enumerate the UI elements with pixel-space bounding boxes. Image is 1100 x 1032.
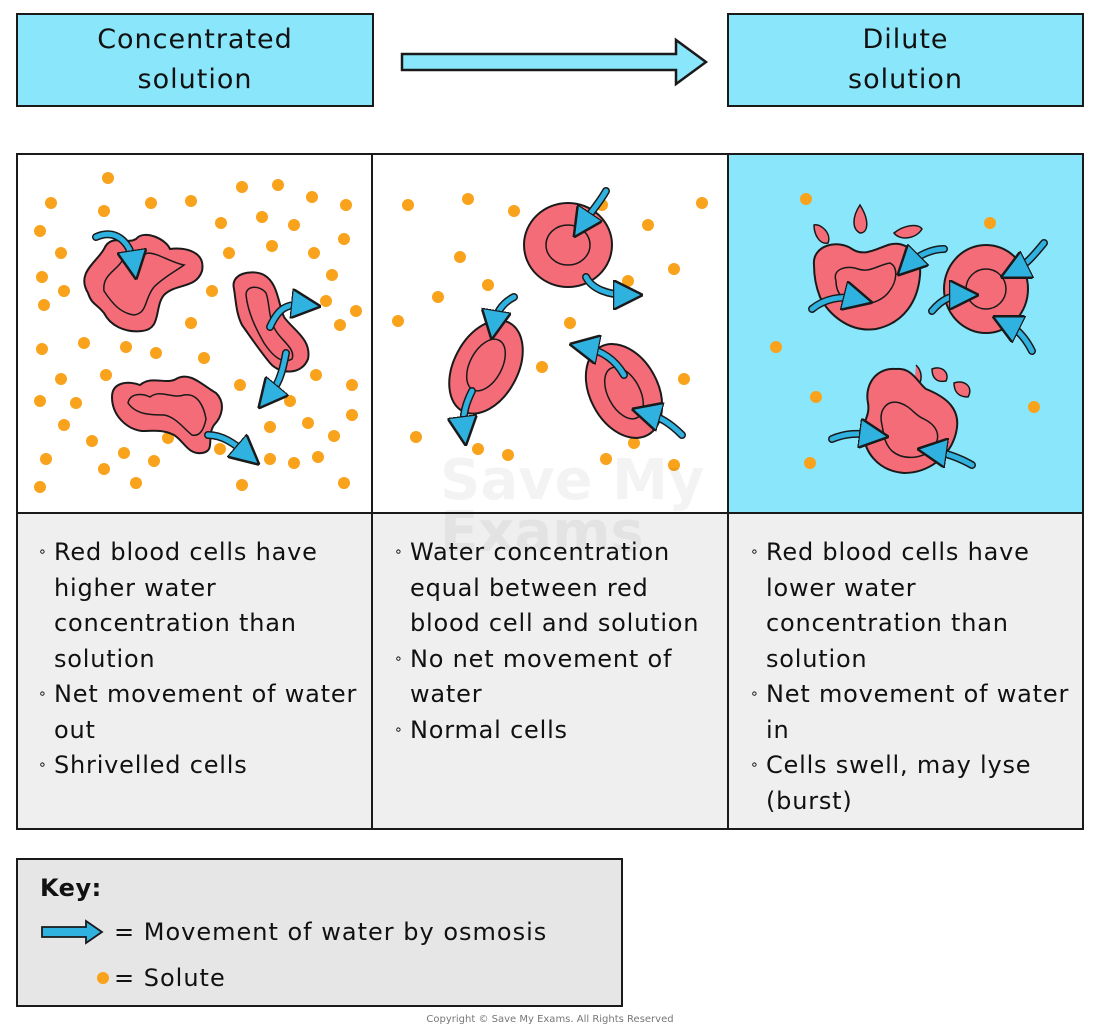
dilute-cells-illustration: [728, 153, 1084, 513]
swollen-cell: [812, 242, 922, 331]
dilute-solution-header: Dilute solution: [727, 13, 1084, 107]
bullet-item: ∘Red blood cells have higher water conce…: [38, 538, 318, 673]
osmosis-panels: ∘Red blood cells have higher water conce…: [16, 153, 1084, 830]
bullet-item: ∘Shrivelled cells: [38, 751, 248, 779]
bullet-item: ∘Red blood cells have lower water concen…: [750, 538, 1030, 673]
bullet-item: ∘No net movement of water: [394, 644, 673, 709]
shrivelled-cell: [83, 233, 204, 333]
dilute-description: ∘Red blood cells have lower water concen…: [728, 513, 1084, 830]
header-left-line-2: solution: [137, 64, 253, 95]
concentrated-description: ∘Red blood cells have higher water conce…: [16, 513, 372, 830]
swollen-cell: [943, 244, 1029, 334]
copyright-notice: Copyright © Save My Exams. All Rights Re…: [426, 1014, 674, 1025]
header-right-line-1: Dilute: [862, 24, 949, 55]
key-legend: Key: = Movement of water by osmosis = So…: [16, 858, 623, 1007]
key-title: Key:: [40, 874, 102, 902]
water-arrow-icon: [41, 919, 104, 945]
swollen-cell: [862, 367, 959, 475]
bullet-item: ∘Net movement of water out: [38, 680, 358, 744]
header-left-line-1: Concentrated: [97, 24, 293, 55]
concentrated-cells-illustration: [16, 153, 372, 513]
bullet-item: ∘Normal cells: [394, 715, 568, 744]
transition-arrow-icon: [400, 37, 709, 87]
watermark: Save My Exams: [440, 453, 704, 561]
key-item-solute: = Solute: [96, 964, 226, 992]
bullet-item: ∘Cells swell, may lyse (burst): [750, 751, 1032, 815]
normal-cell: [448, 319, 524, 415]
header-right-line-2: solution: [848, 64, 963, 95]
concentrated-solution-header: Concentrated solution: [16, 13, 374, 107]
shrivelled-cells-diagram: [34, 172, 362, 493]
solute-dot-icon: [97, 972, 109, 984]
key-item-water-movement: = Movement of water by osmosis: [40, 918, 547, 946]
bullet-item: ∘Net movement of water in: [750, 680, 1070, 744]
swollen-cells-diagram: [770, 193, 1048, 475]
normal-cell: [523, 202, 613, 288]
